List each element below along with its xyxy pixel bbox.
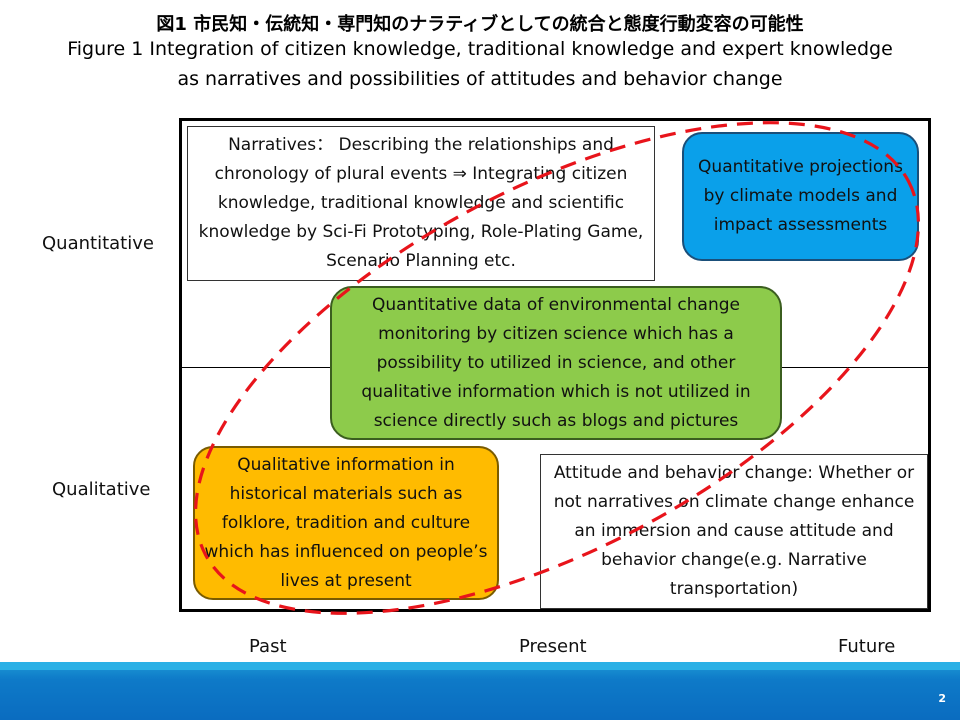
y-axis-label-qualitative: Qualitative xyxy=(52,479,151,500)
figure-title-english-line1: Figure 1 Integration of citizen knowledg… xyxy=(67,38,893,60)
figure-title-english-line2: as narratives and possibilities of attit… xyxy=(177,68,783,90)
y-axis-label-quantitative: Quantitative xyxy=(42,233,154,254)
page-number: 2 xyxy=(938,692,946,705)
figure-title-japanese: 図1 市民知・伝統知・専門知のナラティブとしての統合と態度行動変容の可能性 xyxy=(156,14,804,35)
climate-projections-box: Quantitative projections by climate mode… xyxy=(682,132,919,261)
attitude-behavior-box: Attitude and behavior change: Whether or… xyxy=(540,454,928,609)
x-axis-label-present: Present xyxy=(519,636,587,657)
historical-materials-box: Qualitative information in historical ma… xyxy=(193,446,499,600)
x-axis-label-future: Future xyxy=(838,636,896,657)
citizen-science-data-box: Quantitative data of environmental chang… xyxy=(330,286,782,440)
x-axis-label-past: Past xyxy=(249,636,287,657)
footer-bar xyxy=(0,662,960,720)
narratives-box: Narratives： Describing the relationships… xyxy=(187,126,655,281)
